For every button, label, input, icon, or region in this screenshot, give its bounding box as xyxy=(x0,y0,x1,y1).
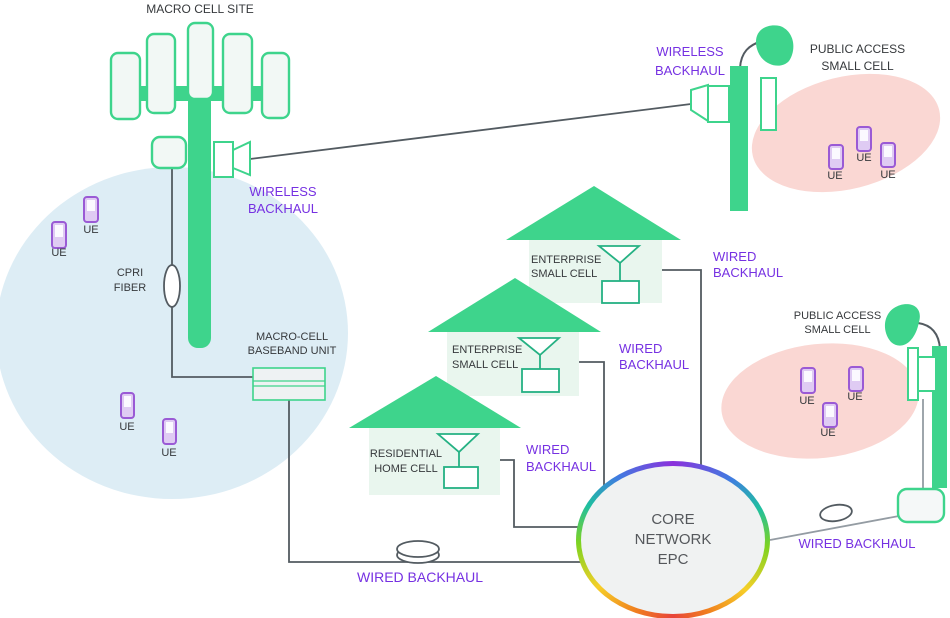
public-access-zone-right xyxy=(721,343,919,459)
ue-phone-icon xyxy=(828,144,844,170)
small-cell-unit-icon xyxy=(907,347,937,401)
cpri-fiber-label: CPRI FIBER xyxy=(113,267,147,294)
core-network-label: CORE NETWORK EPC xyxy=(634,511,712,568)
ue-label: UE xyxy=(820,427,836,439)
enterprise-house-1-icon xyxy=(506,186,681,304)
antenna-panel-icon xyxy=(260,51,291,120)
ue-devices xyxy=(51,126,896,445)
cabinet-box-icon xyxy=(896,487,946,524)
ue-label: UE xyxy=(847,391,863,403)
ue-phone-icon xyxy=(162,418,177,445)
streetlamp-small-cell-right-icon xyxy=(884,304,947,524)
antenna-panel-icon xyxy=(109,51,142,121)
antenna-panel-icon xyxy=(145,32,177,115)
wired-backhaul-bottom-label: WIRED BACKHAUL xyxy=(356,569,484,585)
wired-backhaul-right-label: WIRED BACKHAUL xyxy=(798,536,916,551)
ue-phone-icon xyxy=(822,402,838,428)
baseband-to-core-link xyxy=(288,400,584,563)
residential-house-icon xyxy=(349,376,521,495)
small-cell-antenna-icon xyxy=(516,337,562,393)
baseband-unit-box-icon xyxy=(252,367,326,401)
enterprise2-backhaul-link xyxy=(579,361,605,490)
core-network-epc: CORE NETWORK EPC xyxy=(576,461,770,618)
enterprise1-backhaul-link xyxy=(661,269,702,470)
ue-phone-icon xyxy=(856,126,872,152)
microwave-horn-icon xyxy=(213,140,251,178)
ue-label: UE xyxy=(83,224,99,236)
cpri-fiber-link xyxy=(171,168,253,378)
antenna-panel-icon xyxy=(186,21,215,101)
fiber-coil-right-icon xyxy=(819,503,853,523)
lamp-arm-icon xyxy=(917,322,941,350)
tower-mounted-unit-icon xyxy=(150,135,188,170)
ue-label: UE xyxy=(827,170,843,182)
fiber-coil-icon xyxy=(396,540,440,564)
ue-phone-icon xyxy=(83,196,99,223)
enterprise-small-cell-2-label: ENTERPRISE SMALL CELL xyxy=(452,344,523,371)
right-wired-backhaul-link xyxy=(769,515,900,541)
core-network-epc-body: CORE NETWORK EPC xyxy=(581,466,765,614)
lamp-head-icon xyxy=(755,25,794,66)
wireless-backhaul-link xyxy=(249,103,692,160)
microwave-horn-icon xyxy=(690,77,777,131)
ue-label: UE xyxy=(119,421,135,433)
public-access-small-cell-top-label: PUBLIC ACCESS SMALL CELL xyxy=(809,42,906,73)
residential-home-cell-label: RESIDENTIAL HOME CELL xyxy=(369,448,443,475)
wireless-backhaul-macro-label: WIRELESS BACKHAUL xyxy=(247,184,319,216)
lamp-pole-icon xyxy=(730,66,748,211)
antenna-panel-icon xyxy=(221,32,254,115)
macro-cell-site-label: MACRO CELL SITE xyxy=(146,2,254,16)
wireless-backhaul-right-label: WIRELESS BACKHAUL xyxy=(654,44,726,78)
ue-label: UE xyxy=(880,169,896,181)
ue-phone-icon xyxy=(120,392,135,419)
ue-label: UE xyxy=(161,447,177,459)
enterprise-house-2-icon xyxy=(428,278,601,396)
wired-backhaul-res-label: WIRED BACKHAUL xyxy=(526,442,597,474)
wired-backhaul-ent1-label: WIRED BACKHAUL xyxy=(713,249,784,280)
ue-phone-icon xyxy=(51,221,67,249)
lamp-head-icon xyxy=(884,304,920,346)
cpri-fiber-loop-icon xyxy=(163,264,181,308)
small-cell-antenna-icon xyxy=(596,245,642,304)
enterprise-small-cell-1-label: ENTERPRISE SMALL CELL xyxy=(531,254,602,280)
small-cell-antenna-icon xyxy=(435,433,481,489)
macro-cell-tower-icon xyxy=(109,21,291,348)
wired-backhaul-ent2-label: WIRED BACKHAUL xyxy=(619,341,690,372)
macro-coverage-zone xyxy=(0,167,348,499)
ue-phone-icon xyxy=(848,366,864,392)
ue-label: UE xyxy=(856,152,872,164)
streetlamp-small-cell-top-icon xyxy=(690,25,794,211)
public-access-small-cell-right-label: PUBLIC ACCESS SMALL CELL xyxy=(793,310,882,336)
baseband-unit-label: MACRO-CELL BASEBAND UNIT xyxy=(247,331,337,357)
ue-label: UE xyxy=(799,395,815,407)
backhaul-links xyxy=(171,103,924,563)
ue-phone-icon xyxy=(880,142,896,168)
ue-phone-icon xyxy=(800,367,816,394)
ue-label: UE xyxy=(51,247,67,259)
